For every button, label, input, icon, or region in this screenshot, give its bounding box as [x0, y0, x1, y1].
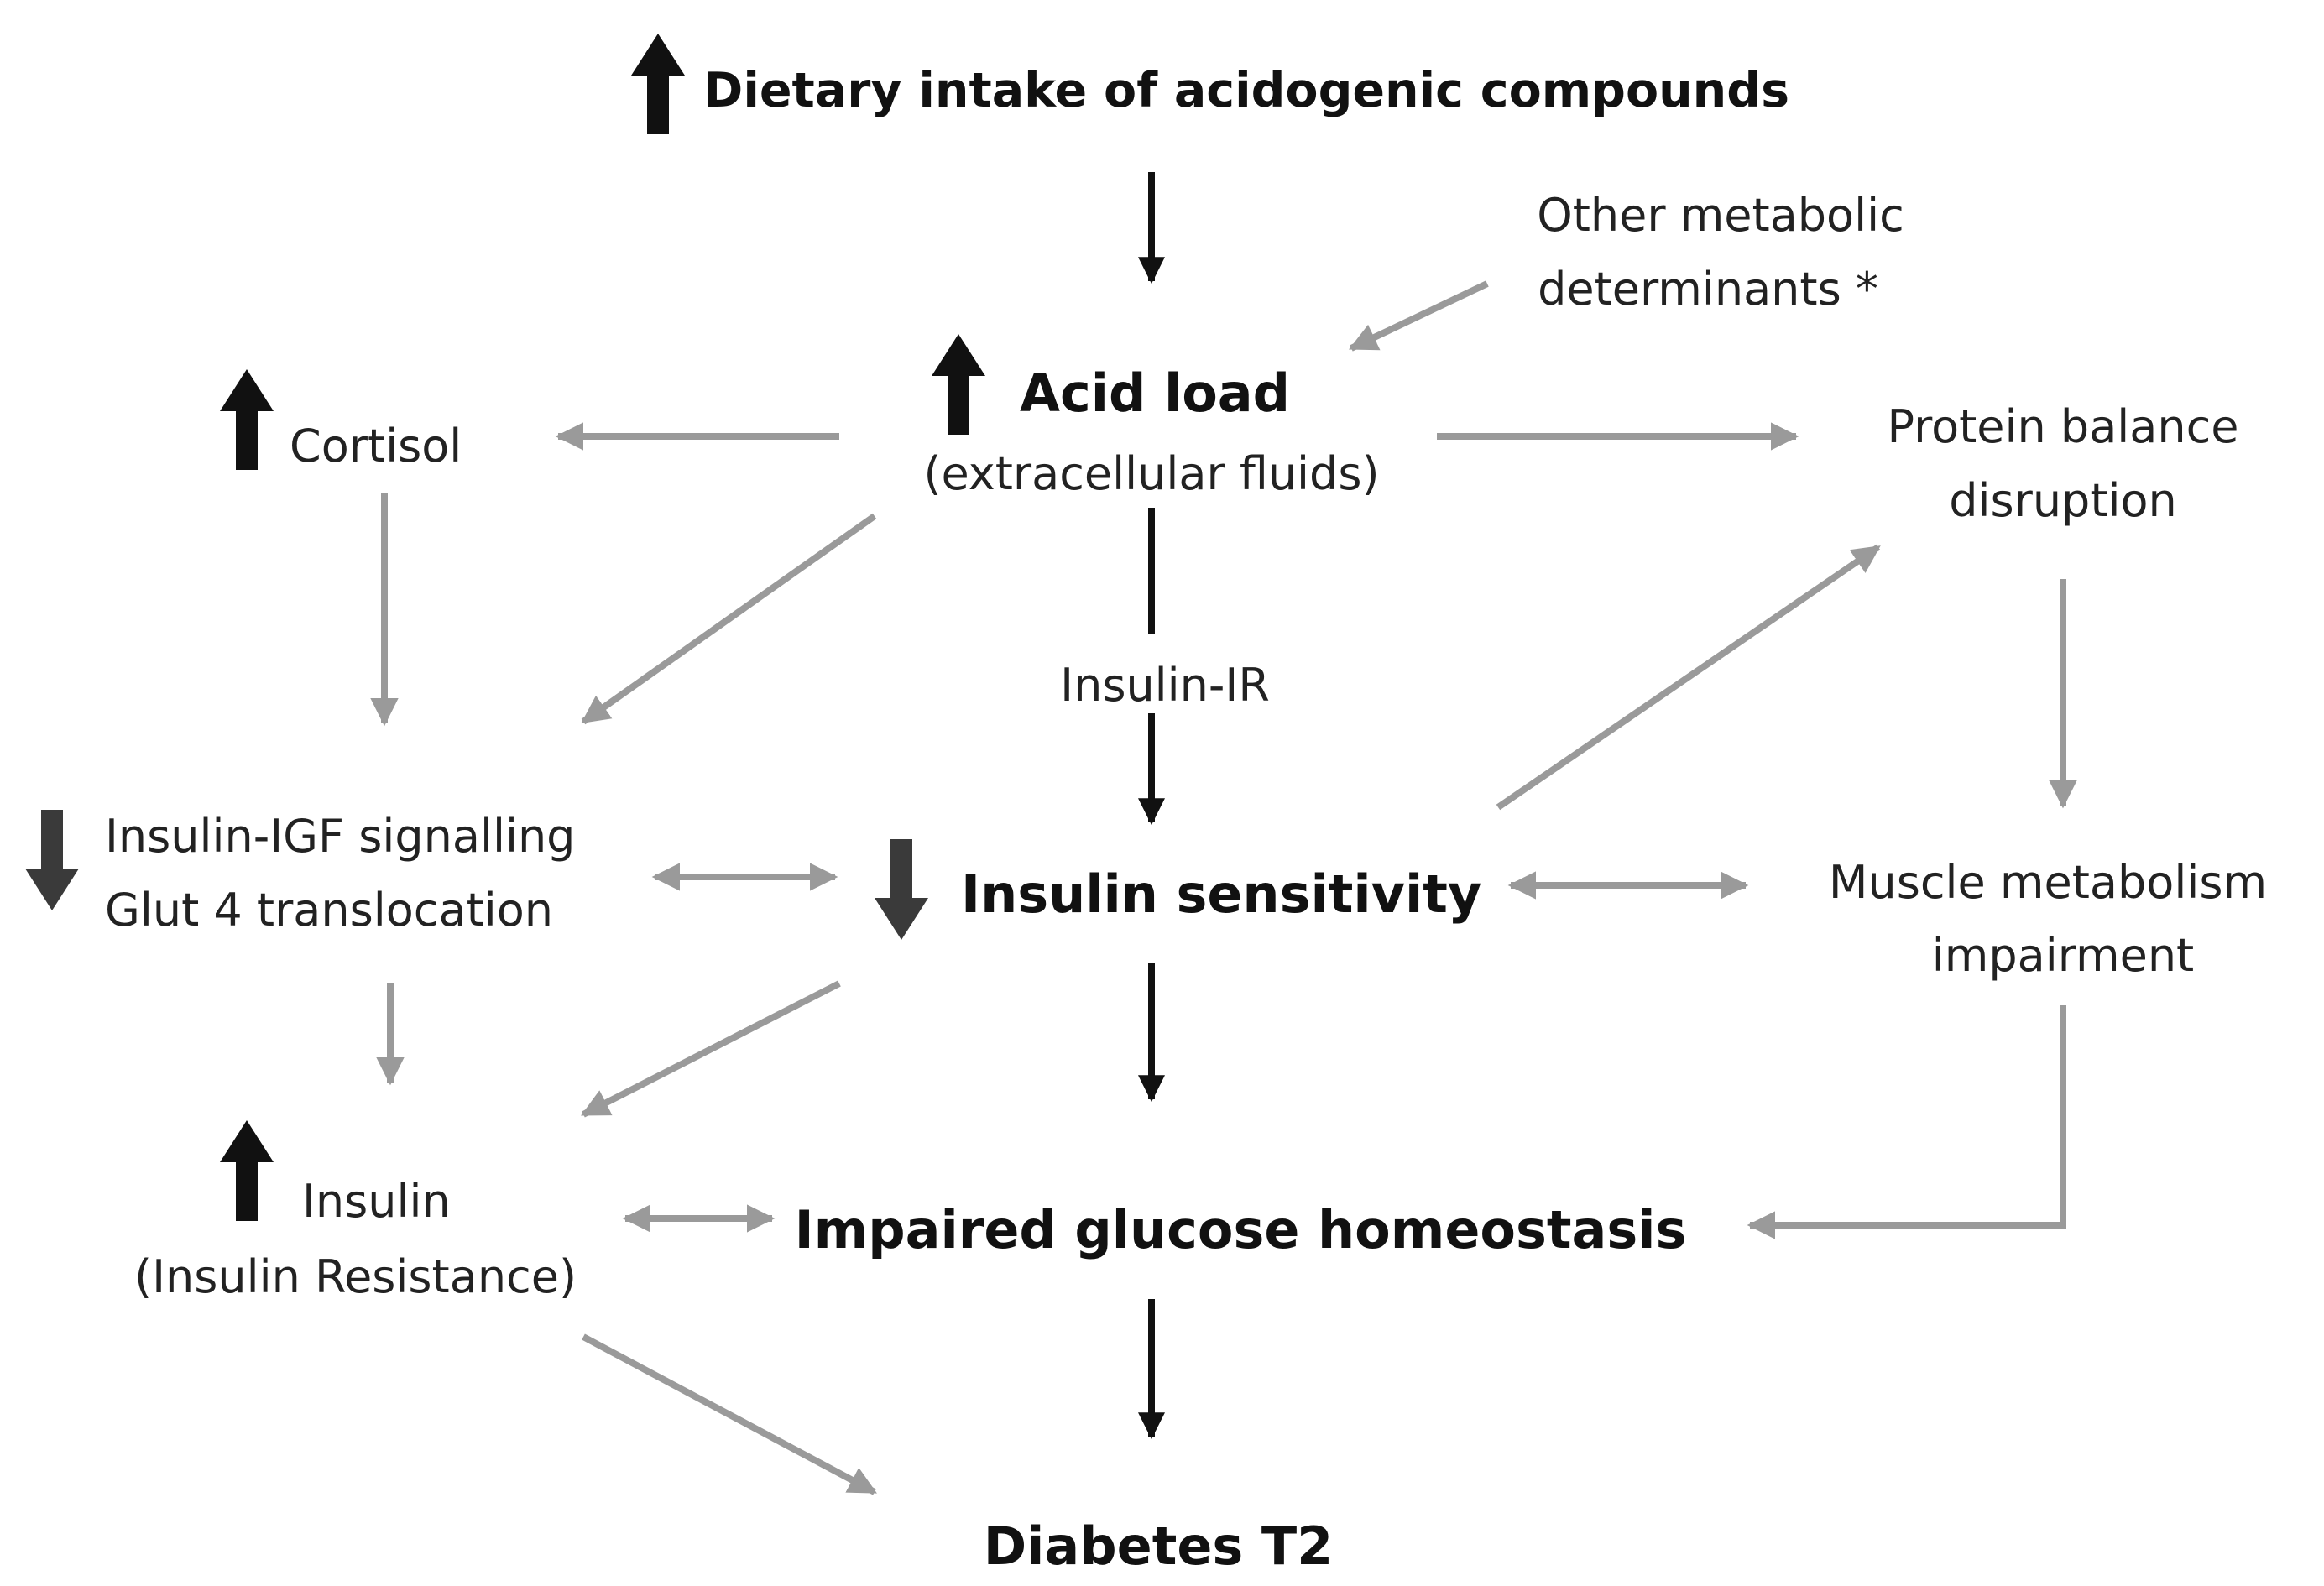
- node-igf-signalling-line2: Glut 4 translocation: [105, 884, 554, 936]
- node-insulin-sensitivity: Insulin sensitivity: [961, 863, 1482, 925]
- node-cortisol: Cortisol: [290, 420, 462, 472]
- up-arrow-icon: [631, 34, 685, 134]
- arrow-muscle-to-glucose: [1747, 1005, 2066, 1239]
- node-dietary-intake: Dietary intake of acidogenic compounds: [703, 63, 1789, 118]
- arrow-sensitivity-to-protein-balance: [1496, 544, 1881, 811]
- node-igf-signalling-line1: Insulin-IGF signalling: [105, 810, 576, 863]
- node-muscle-metabolism-line2: impairment: [1931, 929, 2195, 982]
- node-protein-balance-line2: disruption: [1949, 474, 2177, 527]
- node-muscle-metabolism-line1: Muscle metabolism: [1828, 856, 2268, 909]
- up-arrow-icon: [932, 334, 985, 435]
- down-arrow-icon: [875, 839, 928, 940]
- node-acid-load-sub: (extracellular fluids): [923, 447, 1380, 500]
- arrow-other-determinants-to-acid-load: [1348, 280, 1489, 352]
- up-arrow-icon: [220, 1120, 274, 1221]
- node-acid-load: Acid load: [1019, 363, 1291, 424]
- node-insulin-line1: Insulin: [302, 1175, 451, 1228]
- node-other-determinants-line1: Other metabolic: [1537, 189, 1904, 242]
- up-arrow-icon: [220, 369, 274, 470]
- node-insulin-line2: (Insulin Resistance): [134, 1250, 577, 1303]
- down-arrow-icon: [25, 810, 79, 910]
- arrow-acid-load-to-igf-signalling: [581, 513, 877, 725]
- node-protein-balance-line1: Protein balance: [1887, 400, 2239, 453]
- node-other-determinants-line2: determinants *: [1538, 263, 1878, 316]
- node-insulin-ir: Insulin-IR: [1060, 659, 1270, 712]
- node-diabetes: Diabetes T2: [983, 1516, 1334, 1577]
- arrow-sensitivity-to-insulin: [581, 980, 841, 1118]
- arrow-insulin-to-diabetes: [582, 1333, 877, 1495]
- node-glucose-homeostasis: Impaired glucose homeostasis: [794, 1199, 1687, 1260]
